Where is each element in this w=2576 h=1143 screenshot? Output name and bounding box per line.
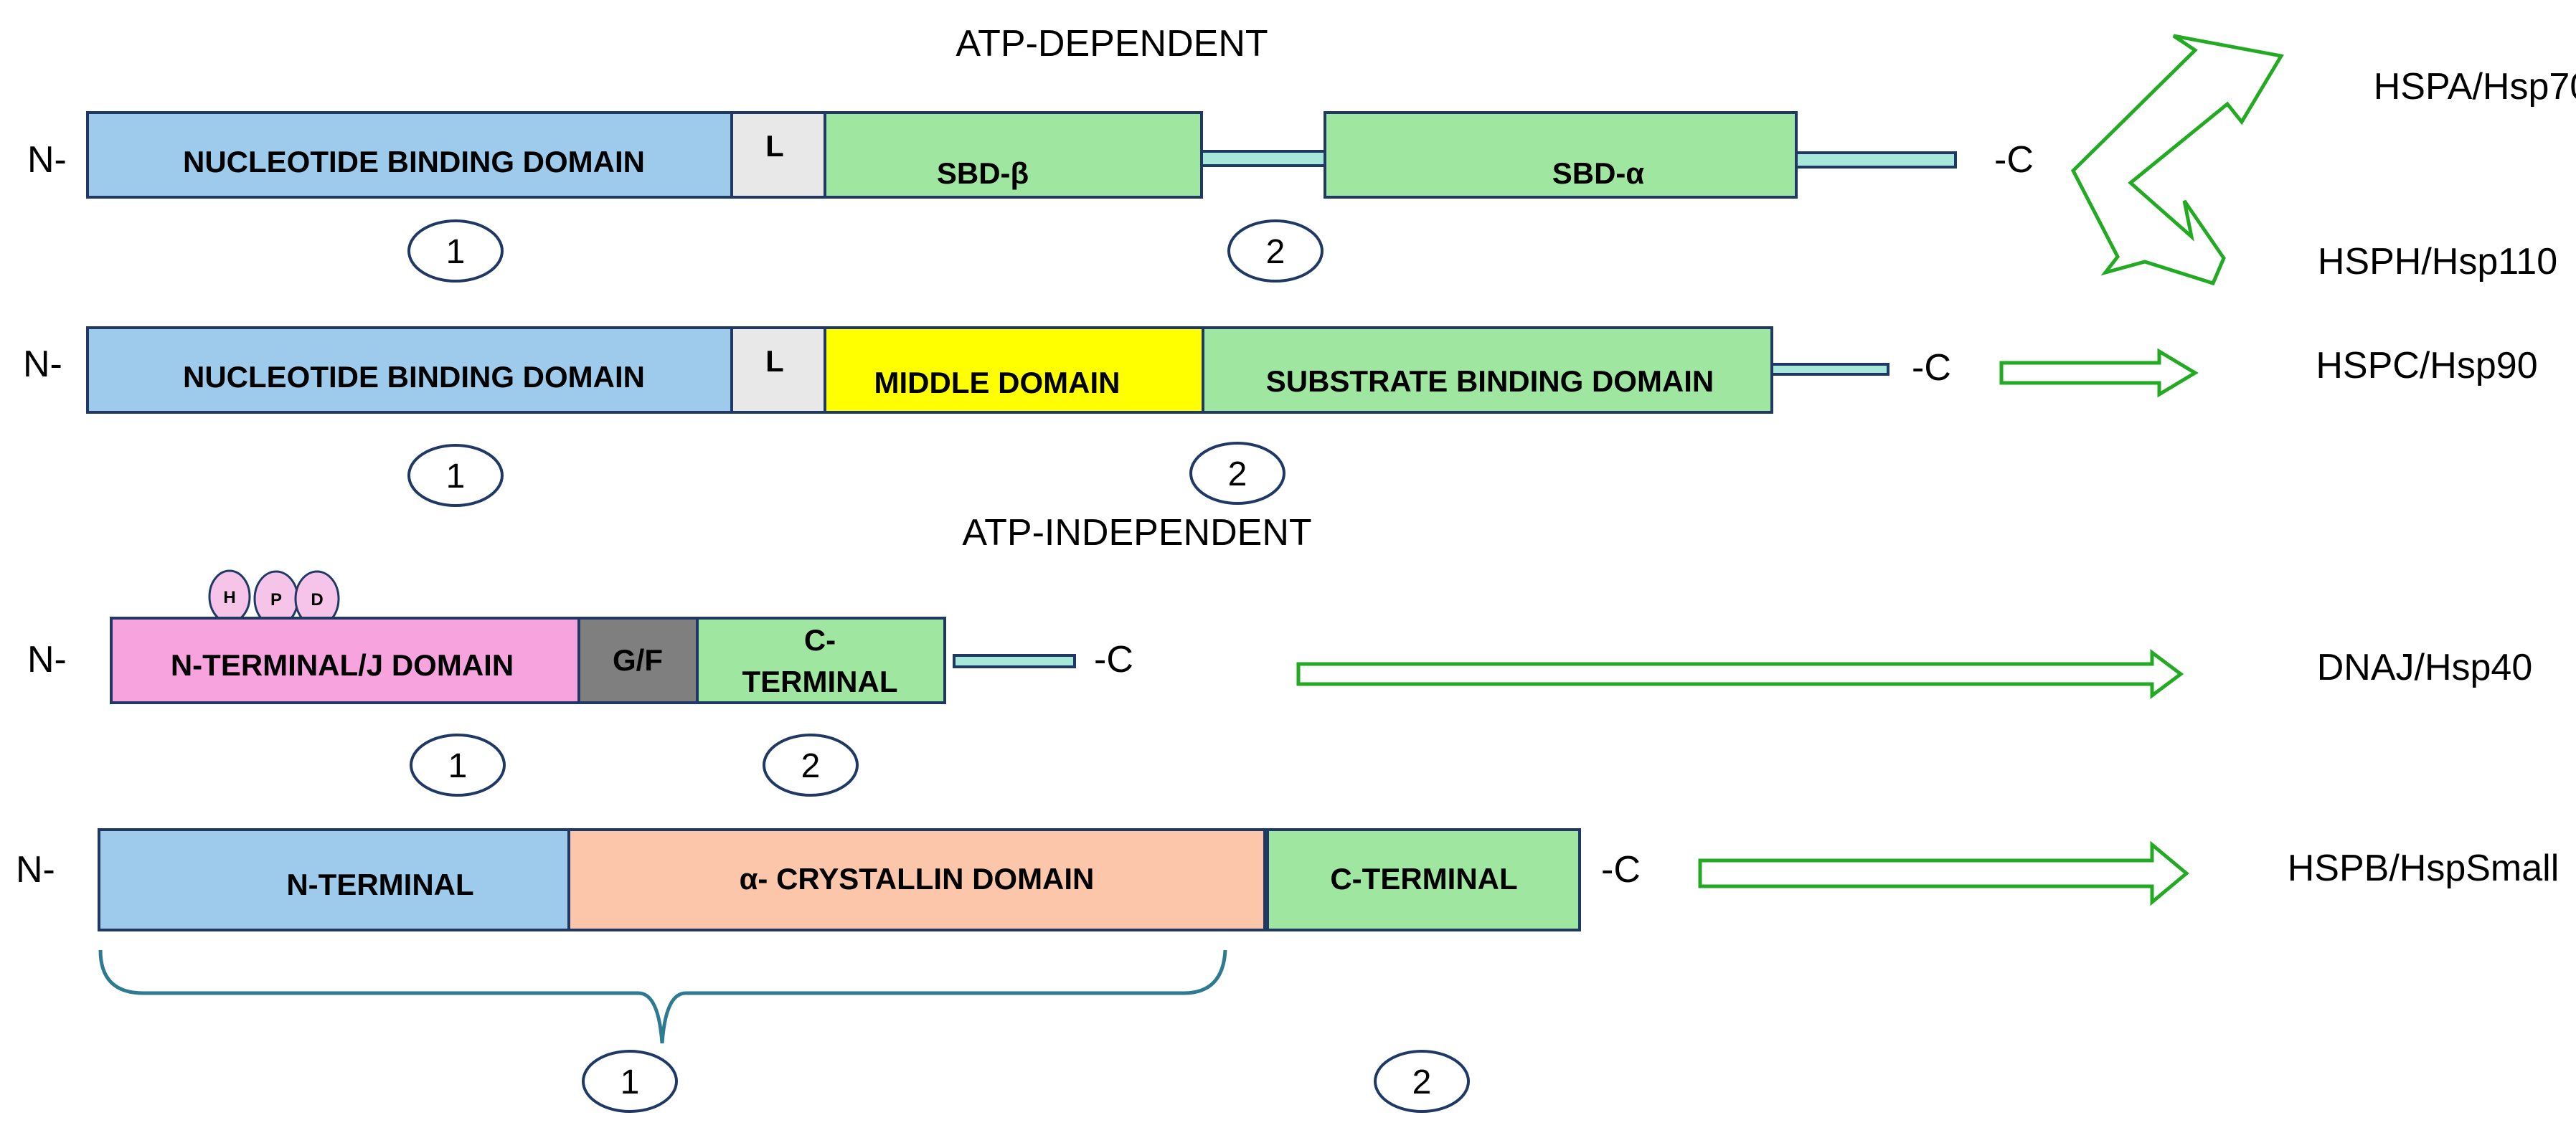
sbd-beta-domain (824, 111, 1203, 199)
region-marker-2 (1374, 1050, 1470, 1113)
family-label-hspa: HSPA/Hsp70 (2374, 66, 2576, 108)
c-terminus-label: -C (1912, 347, 1951, 389)
region-marker-1 (410, 734, 506, 797)
c-tail (1770, 363, 1889, 376)
family-label-dnaj: DNAJ/Hsp40 (2317, 647, 2533, 688)
middle-domain (824, 326, 1204, 414)
hsp90-row: N- NUCLEOTIDE BINDING DOMAIN L MIDDLE DO… (23, 326, 2538, 507)
j-domain (110, 617, 580, 704)
linker-domain (730, 111, 826, 199)
nbd-domain-label: NUCLEOTIDE BINDING DOMAIN (183, 360, 645, 394)
c-terminal-domain (1266, 828, 1581, 931)
gf-domain (577, 617, 699, 704)
c-terminus-label: -C (1094, 639, 1133, 680)
sbd-alpha-label: SBD-α (1552, 156, 1645, 190)
n-terminus-label: N- (27, 639, 67, 680)
c-terminus-label: -C (1994, 139, 2034, 181)
hspb-row: N- N-TERMINAL α- CRYSTALLIN DOMAIN C-TER… (16, 828, 2560, 1113)
n-terminus-label: N- (16, 849, 55, 891)
region-marker-1-label: 1 (621, 1063, 640, 1101)
substrate-binding-domain-label: SUBSTRATE BINDING DOMAIN (1266, 364, 1714, 398)
region-marker-2 (1227, 219, 1324, 283)
c-terminal-domain (696, 617, 946, 704)
n-terminus-label: N- (23, 343, 62, 385)
region-marker-1-label: 1 (448, 747, 468, 785)
n-terminal-label: N-TERMINAL (286, 868, 473, 901)
interdomain-linker (1200, 150, 1326, 167)
region-marker-1 (582, 1050, 678, 1113)
region-marker-2-label: 2 (801, 747, 821, 785)
region-marker-2-label: 2 (1228, 455, 1247, 493)
alpha-crystallin-domain (567, 828, 1266, 931)
substrate-binding-domain (1202, 326, 1773, 414)
n-terminus-label: N- (27, 139, 67, 181)
region-marker-2 (763, 734, 859, 797)
split-arrow-icon (2070, 34, 2284, 286)
c-terminus-label: -C (1601, 849, 1641, 891)
c-terminal-label: C-TERMINAL (1330, 862, 1517, 896)
region-marker-2-label: 2 (1266, 233, 1285, 271)
nbd-domain (86, 326, 733, 414)
nbd-domain-label: NUCLEOTIDE BINDING DOMAIN (183, 145, 645, 179)
linker-domain (730, 326, 826, 414)
hsp40-row: H P D N- N-TERMINAL/J DOMAIN G/F C- TERM… (27, 569, 2533, 797)
arrow-right-icon (1999, 348, 2199, 398)
hpd-d-label: D (311, 590, 323, 610)
nbd-domain (86, 111, 733, 199)
region-marker-1 (407, 444, 504, 507)
family-label-hspc: HSPC/Hsp90 (2316, 345, 2537, 386)
sbd-beta-label: SBD-β (937, 156, 1029, 190)
c-terminal-label-line1: C- (804, 623, 836, 657)
n-terminal-domain (98, 828, 570, 931)
j-domain-label: N-TERMINAL/J DOMAIN (171, 648, 514, 682)
hpd-p-label: P (270, 590, 282, 610)
arrow-right-icon (1296, 649, 2184, 699)
c-tail (1795, 151, 1957, 169)
alpha-crystallin-label: α- CRYSTALLIN DOMAIN (740, 862, 1095, 896)
arrow-right-icon (1698, 840, 2189, 906)
gf-domain-label: G/F (613, 643, 663, 677)
linker-label: L (765, 344, 784, 378)
region-marker-2-label: 2 (1412, 1063, 1432, 1101)
region-marker-2 (1189, 442, 1285, 505)
region-marker-1-label: 1 (446, 233, 466, 271)
hpd-h-label: H (223, 588, 235, 607)
grouping-brace (98, 949, 1227, 1044)
region-marker-1 (407, 219, 504, 283)
atp-dependent-header: ATP-DEPENDENT (956, 23, 1268, 65)
atp-independent-header: ATP-INDEPENDENT (962, 512, 1311, 554)
linker-label: L (765, 129, 784, 163)
region-marker-1-label: 1 (446, 457, 466, 495)
c-tail (953, 654, 1076, 668)
c-terminal-label-line2: TERMINAL (742, 665, 898, 698)
family-label-hspb: HSPB/HspSmall (2288, 848, 2560, 889)
middle-domain-label: MIDDLE DOMAIN (874, 366, 1120, 399)
family-label-hsph: HSPH/Hsp110 (2318, 241, 2557, 283)
hsp70-row: N- NUCLEOTIDE BINDING DOMAIN L SBD-β SBD… (27, 34, 2576, 286)
